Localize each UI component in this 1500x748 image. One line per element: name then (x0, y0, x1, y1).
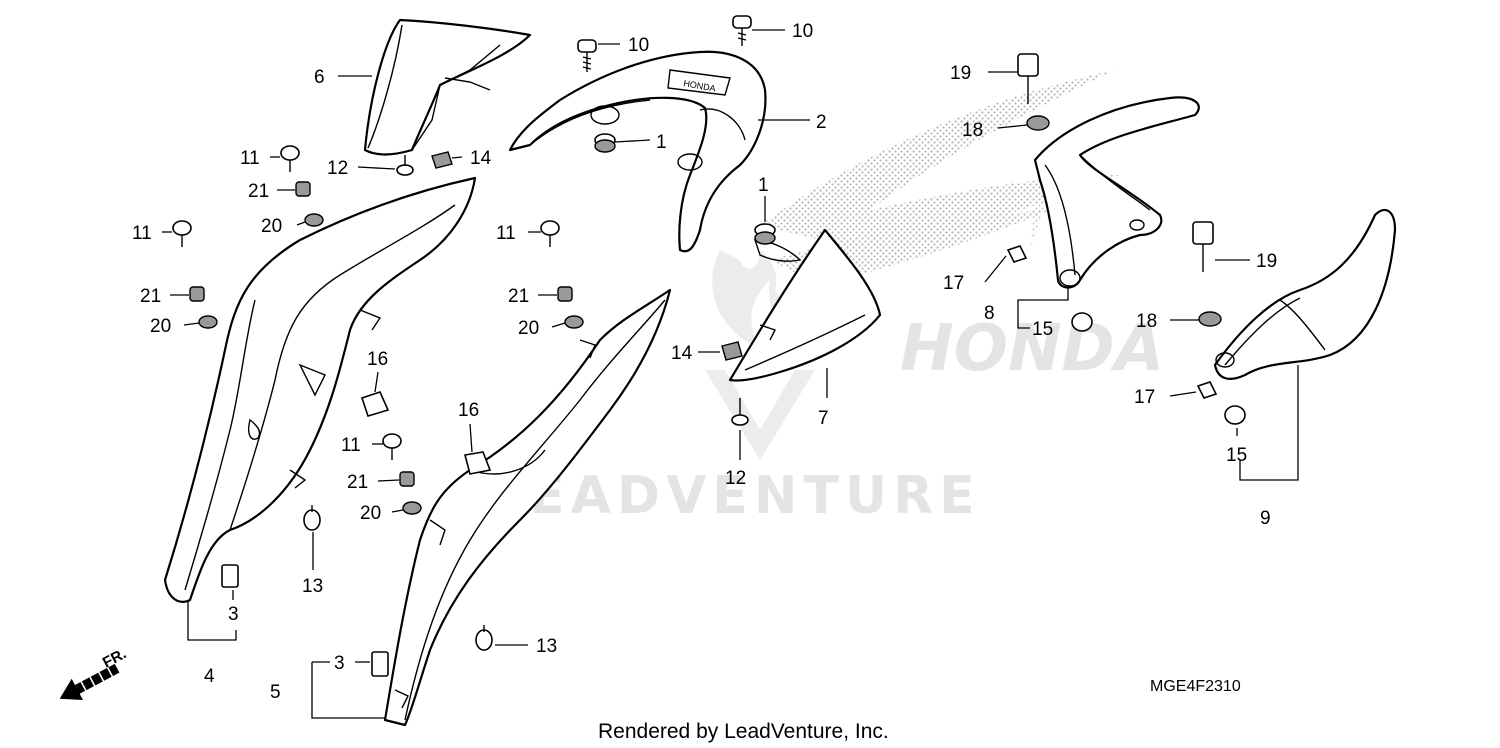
callout-12: 12 (327, 158, 348, 179)
front-direction-marker: FR. (59, 645, 129, 700)
nut-15-icon (1071, 312, 1093, 332)
screw-12-icon (396, 155, 414, 176)
callout-13: 13 (302, 576, 323, 597)
washer-18-icon (1198, 311, 1222, 327)
pad-3-icon (371, 651, 389, 677)
callout-5: 5 (270, 682, 281, 703)
leadventure-watermark: LEADVENTURE (490, 250, 981, 526)
rivet-13-icon (475, 625, 493, 651)
callout-11: 11 (132, 223, 152, 244)
callout-14: 14 (470, 148, 492, 169)
callout-11: 11 (240, 148, 260, 169)
clip-14-icon (431, 151, 453, 169)
nut-17-icon (1196, 381, 1218, 399)
callout-19: 19 (950, 63, 971, 84)
screw-11-icon (172, 220, 192, 247)
callout-1: 1 (758, 175, 769, 196)
callout-20: 20 (261, 216, 282, 237)
callout-1: 1 (656, 132, 667, 153)
callout-8: 8 (984, 303, 995, 324)
callout-14: 14 (671, 343, 693, 364)
front-direction-label: FR. (100, 645, 129, 671)
grab-rail-part-2: HONDA (508, 50, 767, 253)
leader-lines (162, 29, 1299, 719)
callout-17: 17 (943, 273, 964, 294)
grommet-1-icon (754, 223, 776, 245)
callout-20: 20 (150, 316, 171, 337)
callout-3: 3 (228, 604, 239, 625)
callout-3: 3 (334, 653, 345, 674)
callout-16: 16 (367, 349, 388, 370)
rendered-by-credit: Rendered by LeadVenture, Inc. (598, 720, 889, 743)
leadventure-watermark-text: LEADVENTURE (490, 466, 981, 526)
bolt-10-icon (732, 15, 752, 46)
collar-21-icon (189, 286, 205, 302)
callout-18: 18 (962, 120, 983, 141)
honda-wing-watermark: HONDA (760, 70, 1164, 386)
grommet-1-icon (594, 133, 616, 153)
side-cover-part-4 (163, 176, 477, 603)
callout-16: 16 (458, 400, 479, 421)
rivet-13-icon (303, 505, 321, 531)
callouts: 10 10 1 1 2 6 11 21 20 11 21 20 11 21 20… (132, 21, 1277, 703)
seat-cowl-part-6 (363, 18, 532, 156)
screw-12-icon (731, 398, 749, 426)
bolt-19-icon (1192, 221, 1214, 272)
screw-11-icon (280, 145, 300, 172)
callout-15: 15 (1226, 445, 1247, 466)
callout-21: 21 (140, 286, 161, 307)
diagram-code: MGE4F2310 (1150, 678, 1241, 695)
honda-watermark-text: HONDA (900, 312, 1164, 386)
callout-19: 19 (1256, 251, 1277, 272)
callout-15: 15 (1032, 319, 1053, 340)
screw-11-icon (382, 433, 402, 460)
collar-21-icon (557, 286, 573, 302)
washer-20-icon (304, 213, 324, 227)
washer-20-icon (198, 315, 218, 329)
nut-17-icon (1006, 245, 1028, 263)
screw-11-icon (540, 220, 560, 247)
callout-20: 20 (360, 503, 381, 524)
washer-20-icon (564, 315, 584, 329)
callout-21: 21 (248, 181, 269, 202)
bolt-10-icon (577, 39, 597, 72)
pad-3-icon (221, 564, 239, 588)
nut-15-icon (1224, 405, 1246, 425)
bolt-19-icon (1017, 53, 1039, 104)
callout-9: 9 (1260, 508, 1271, 529)
callout-6: 6 (314, 67, 325, 88)
tail-bracket-part-9 (1213, 208, 1397, 380)
callout-10: 10 (628, 35, 649, 56)
callout-12: 12 (725, 468, 746, 489)
callout-7: 7 (818, 408, 829, 429)
clip-16-icon (360, 391, 390, 417)
callout-13: 13 (536, 636, 557, 657)
callout-20: 20 (518, 318, 539, 339)
washer-18-icon (1026, 115, 1050, 131)
callout-21: 21 (347, 472, 368, 493)
callout-18: 18 (1136, 311, 1157, 332)
collar-21-icon (295, 181, 311, 197)
callout-11: 11 (341, 435, 361, 456)
washer-20-icon (402, 501, 422, 515)
callout-10: 10 (792, 21, 813, 42)
callout-17: 17 (1134, 387, 1155, 408)
callout-21: 21 (508, 286, 529, 307)
front-arrow-icon (59, 663, 120, 700)
clip-14-icon (721, 341, 743, 361)
hardware (172, 15, 1246, 677)
collar-21-icon (399, 471, 415, 487)
callout-2: 2 (816, 112, 827, 133)
tail-bracket-part-8 (1033, 96, 1200, 289)
clip-16-icon (464, 451, 492, 475)
callout-11: 11 (496, 223, 516, 244)
callout-4: 4 (204, 666, 215, 687)
